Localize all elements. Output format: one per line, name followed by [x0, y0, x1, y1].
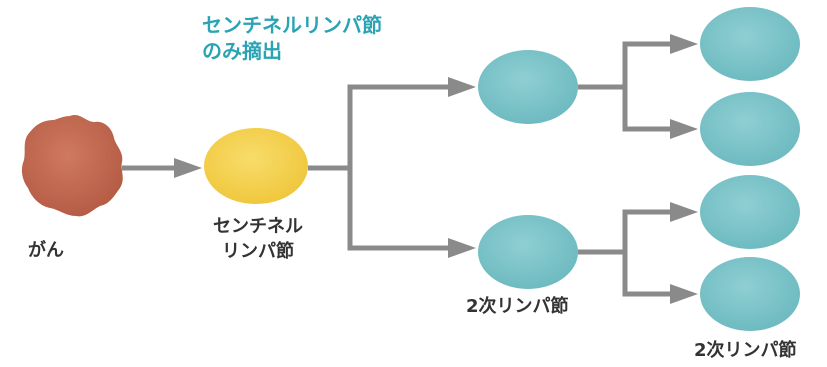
tertiary-node-1: [700, 7, 800, 81]
upper-sub-down-line: [622, 87, 672, 132]
sentinel-label-line-2: リンパ節: [222, 241, 294, 262]
sentinel-node: [204, 128, 308, 204]
callout-line-1: センチネルリンパ節: [202, 13, 382, 37]
arrowhead-to-tertiary-1: [670, 34, 698, 54]
lower-sub-up-line: [622, 209, 672, 252]
arrowhead-to-tertiary-2: [670, 119, 698, 139]
branch-upper-line: [347, 84, 450, 168]
arrowhead-to-sentinel: [174, 158, 202, 178]
cancer-blob: [21, 115, 123, 217]
secondary-node-lower: [478, 215, 578, 289]
arrowheads: [174, 34, 698, 304]
cancer-label: がん: [28, 240, 64, 261]
tertiary-node-2: [700, 92, 800, 166]
branch-lower-line: [347, 168, 450, 251]
secondary-node-upper: [478, 50, 578, 124]
sentinel-only-removal-callout: センチネルリンパ節 のみ摘出: [202, 12, 382, 64]
tertiary-node-4: [700, 257, 800, 331]
secondary-node-label: 2次リンパ節: [466, 296, 569, 317]
upper-sub-up-line: [622, 41, 672, 87]
arrowhead-to-secondary-lower: [448, 238, 476, 258]
arrowhead-to-tertiary-4: [670, 284, 698, 304]
sentinel-label-line-1: センチネル: [213, 216, 303, 237]
arrowhead-to-secondary-upper: [448, 77, 476, 97]
callout-line-2: のみ摘出: [202, 39, 282, 63]
sentinel-node-label: センチネル リンパ節: [202, 214, 314, 264]
tertiary-node-3: [700, 175, 800, 249]
arrowhead-to-tertiary-3: [670, 202, 698, 222]
tertiary-node-label: 2次リンパ節: [694, 340, 797, 361]
connector-lines: [122, 41, 672, 297]
lower-sub-down-line: [622, 252, 672, 297]
